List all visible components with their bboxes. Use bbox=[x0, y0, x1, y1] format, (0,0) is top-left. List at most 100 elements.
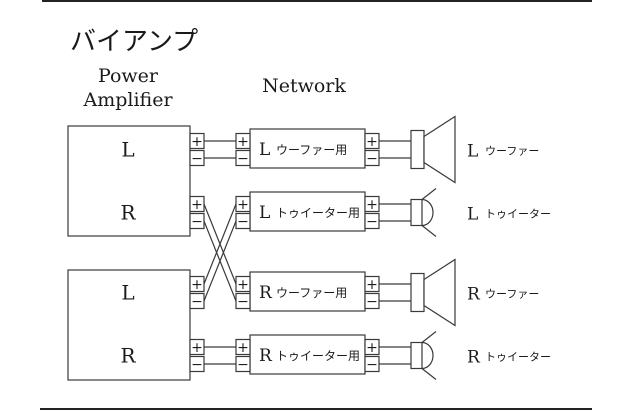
minus-sign: − bbox=[237, 214, 249, 230]
terminal-box bbox=[364, 132, 380, 150]
amp-output-minus-terminal: − bbox=[189, 212, 205, 230]
diagram-title: バイアンプ bbox=[70, 27, 198, 57]
terminal-box bbox=[364, 195, 380, 213]
minus-sign: − bbox=[237, 357, 249, 373]
network-input-plus-terminal: + bbox=[235, 275, 251, 293]
tweeter-speaker-r: R トゥイーター bbox=[410, 331, 551, 380]
terminal-box bbox=[189, 195, 205, 213]
amplifier-header-line1: Power bbox=[98, 65, 159, 87]
plus-sign: + bbox=[237, 134, 249, 150]
plus-sign: + bbox=[191, 197, 203, 213]
tweeter-flare-top bbox=[421, 188, 437, 200]
plus-sign: + bbox=[366, 277, 378, 293]
network-input-plus-terminal: + bbox=[235, 338, 251, 356]
minus-sign: − bbox=[366, 294, 378, 310]
terminal-box bbox=[235, 132, 251, 150]
terminal-box bbox=[364, 338, 380, 356]
tweeter-body bbox=[410, 341, 423, 370]
amp-output-plus-terminal: + bbox=[189, 132, 205, 150]
network-channel-label: R bbox=[259, 346, 273, 366]
network-box bbox=[249, 128, 366, 169]
amplifier-channel-label: R bbox=[120, 201, 136, 225]
network-output-minus-terminal: − bbox=[364, 149, 380, 167]
plus-sign: + bbox=[191, 134, 203, 150]
terminal-box bbox=[189, 212, 205, 230]
network-output-minus-terminal: − bbox=[364, 212, 380, 230]
amp-output-minus-terminal: − bbox=[189, 355, 205, 373]
minus-sign: − bbox=[237, 151, 249, 167]
amplifier-box bbox=[67, 125, 191, 237]
minus-sign: − bbox=[191, 294, 203, 310]
power-amplifier-2: L+−R+− bbox=[67, 269, 205, 381]
tweeter-dome-icon bbox=[421, 341, 434, 370]
amp-output-minus-terminal: − bbox=[189, 149, 205, 167]
network-output-plus-terminal: + bbox=[364, 275, 380, 293]
amp-output-minus-terminal: − bbox=[189, 292, 205, 310]
network-input-minus-terminal: − bbox=[235, 355, 251, 373]
terminal-box bbox=[189, 292, 205, 310]
network-channel-label: L bbox=[259, 203, 270, 223]
plus-sign: + bbox=[237, 197, 249, 213]
terminal-box bbox=[235, 212, 251, 230]
woofer-cone-icon bbox=[423, 115, 456, 184]
plus-sign: + bbox=[191, 340, 203, 356]
minus-sign: − bbox=[191, 151, 203, 167]
minus-sign: − bbox=[366, 357, 378, 373]
network-output-plus-terminal: + bbox=[364, 195, 380, 213]
plus-sign: + bbox=[366, 340, 378, 356]
amplifiers: L+−R+−L+−R+− bbox=[67, 125, 205, 381]
amp-output-plus-terminal: + bbox=[189, 195, 205, 213]
network-input-minus-terminal: − bbox=[235, 212, 251, 230]
plus-sign: + bbox=[366, 134, 378, 150]
woofer-cone-icon bbox=[423, 258, 456, 327]
network-input-plus-terminal: + bbox=[235, 132, 251, 150]
network-input-minus-terminal: − bbox=[235, 149, 251, 167]
terminal-box bbox=[364, 275, 380, 293]
woofer-magnet bbox=[410, 272, 425, 313]
amplifier-box bbox=[67, 269, 191, 381]
amplifier-channel-label: L bbox=[121, 281, 134, 305]
amp-output-plus-terminal: + bbox=[189, 338, 205, 356]
network-name-label: ウーファー用 bbox=[276, 286, 347, 300]
speaker-name-label: トゥイーター bbox=[485, 351, 551, 364]
minus-sign: − bbox=[191, 357, 203, 373]
terminal-box bbox=[235, 275, 251, 293]
amp-output-plus-terminal: + bbox=[189, 275, 205, 293]
speaker-name-label: ウーファー bbox=[485, 145, 539, 158]
plus-sign: + bbox=[237, 340, 249, 356]
terminal-box bbox=[364, 292, 380, 310]
tweeter-flare-top bbox=[421, 331, 437, 343]
terminal-box bbox=[364, 212, 380, 230]
network-input-plus-terminal: + bbox=[235, 195, 251, 213]
plus-sign: + bbox=[191, 277, 203, 293]
wires bbox=[203, 140, 411, 365]
minus-sign: − bbox=[366, 151, 378, 167]
network-header: Network bbox=[262, 75, 346, 97]
network-name-label: トゥイーター用 bbox=[276, 206, 360, 220]
tweeter-flare-bottom bbox=[421, 368, 437, 380]
network-input-minus-terminal: − bbox=[235, 292, 251, 310]
plus-sign: + bbox=[366, 197, 378, 213]
speaker-name-label: トゥイーター bbox=[485, 208, 551, 221]
network-output-plus-terminal: + bbox=[364, 338, 380, 356]
amplifier-channel-label: R bbox=[120, 344, 136, 368]
speaker-channel-label: R bbox=[467, 348, 481, 368]
minus-sign: − bbox=[366, 214, 378, 230]
terminal-box bbox=[364, 355, 380, 373]
network-output-plus-terminal: + bbox=[364, 132, 380, 150]
amplifier-channel-label: L bbox=[121, 138, 134, 162]
minus-sign: − bbox=[237, 294, 249, 310]
terminal-box bbox=[189, 275, 205, 293]
network-box bbox=[249, 271, 366, 312]
terminal-box bbox=[364, 149, 380, 167]
terminal-box bbox=[189, 338, 205, 356]
network-channel-label: L bbox=[259, 140, 270, 160]
network-name-label: ウーファー用 bbox=[276, 143, 347, 157]
minus-sign: − bbox=[191, 214, 203, 230]
